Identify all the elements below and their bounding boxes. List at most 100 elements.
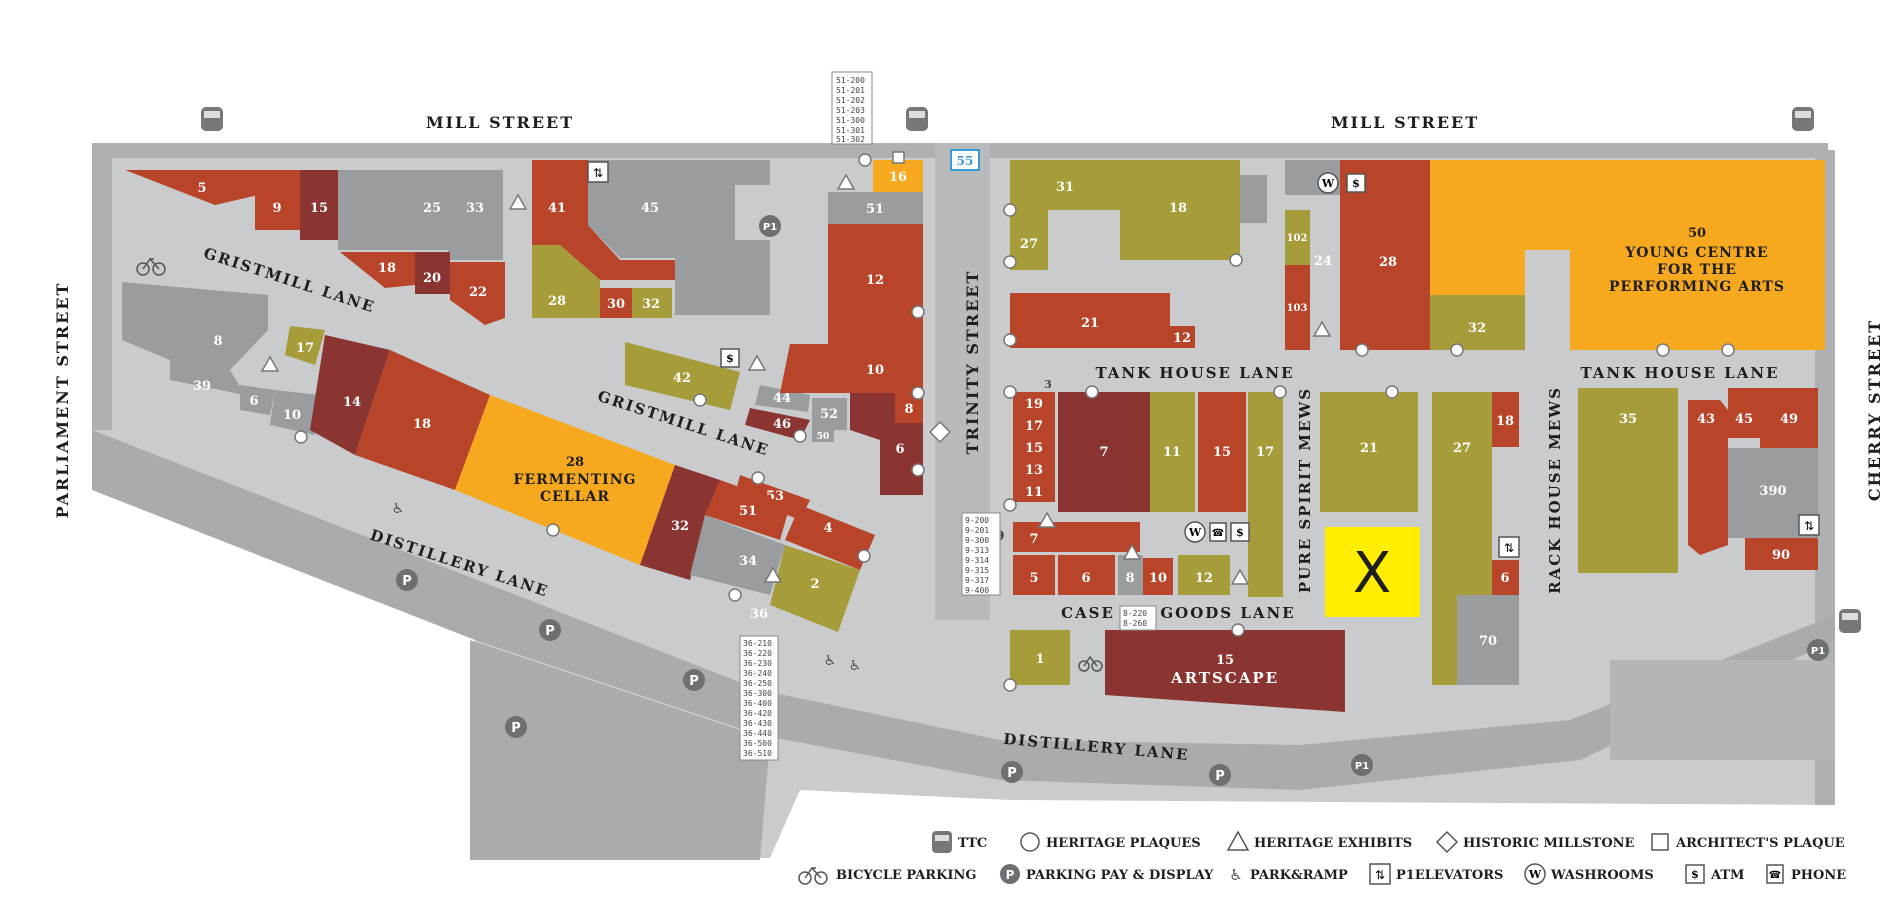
building-17[interactable]: 17 xyxy=(285,326,325,365)
building-10[interactable]: 10 xyxy=(270,390,320,435)
building-12[interactable]: 12 xyxy=(828,224,923,344)
building-18-b[interactable]: 18 xyxy=(355,350,490,490)
building-32[interactable]: 32 xyxy=(632,288,672,318)
building-7[interactable]: 7 xyxy=(1058,392,1150,512)
building-24[interactable]: 24 xyxy=(1314,254,1332,269)
building-6-c[interactable]: 6 xyxy=(1058,555,1115,595)
building-39[interactable]: 39 xyxy=(170,360,245,395)
building-42[interactable]: 42 xyxy=(625,342,740,410)
building-90[interactable]: 90 xyxy=(1745,538,1818,570)
building-49[interactable]: 49 xyxy=(1760,388,1818,448)
circle-icon[interactable] xyxy=(1656,343,1670,357)
building-35[interactable]: 35 xyxy=(1578,388,1678,573)
building-18-d[interactable]: 18 xyxy=(1492,392,1519,447)
circle-icon[interactable] xyxy=(294,430,308,444)
triangle-icon[interactable] xyxy=(836,173,856,190)
building-8-c[interactable]: 8 xyxy=(1118,555,1143,595)
circle-icon[interactable] xyxy=(693,393,707,407)
triangle-icon[interactable] xyxy=(747,354,767,371)
building-44[interactable]: 44 xyxy=(755,385,810,412)
diamond-icon[interactable] xyxy=(928,420,952,444)
building-33[interactable]: 33 xyxy=(448,170,503,260)
building-10-b[interactable]: 10 xyxy=(780,344,923,393)
building-6-b[interactable]: 6 xyxy=(850,393,923,495)
circle-icon[interactable] xyxy=(1385,385,1399,399)
building-16[interactable]: 16 xyxy=(873,160,923,192)
building-103[interactable]: 103 xyxy=(1285,265,1310,350)
circle-icon[interactable] xyxy=(1003,255,1017,269)
building-20[interactable]: 20 xyxy=(415,252,450,294)
building-36[interactable]: 36 xyxy=(750,607,768,622)
atm-icon[interactable]: $ xyxy=(1230,522,1250,542)
atm-icon[interactable]: $ xyxy=(720,348,740,368)
location-marker[interactable]: X xyxy=(1325,527,1420,617)
parking-icon[interactable]: P xyxy=(396,569,418,591)
building-8[interactable]: 8 xyxy=(122,282,268,370)
building-17-b[interactable]: 17 xyxy=(1013,414,1055,436)
building-11-b[interactable]: 11 xyxy=(1150,392,1195,512)
building-15-b[interactable]: 15 xyxy=(1013,436,1055,458)
bus-icon[interactable] xyxy=(1839,609,1861,633)
bicycle-icon[interactable] xyxy=(136,257,166,276)
building-2[interactable]: 2 xyxy=(770,545,860,632)
building-1[interactable]: 1 xyxy=(1010,630,1070,685)
building-102[interactable]: 102 xyxy=(1285,210,1310,265)
building-31[interactable]: 31 xyxy=(1010,160,1120,210)
building-25[interactable]: 25 xyxy=(338,170,448,250)
circle-icon[interactable] xyxy=(1273,385,1287,399)
building-28[interactable]: 28 xyxy=(532,245,600,318)
building-11[interactable]: 11 xyxy=(1013,480,1055,502)
phone-icon[interactable]: ☎ xyxy=(1209,522,1227,542)
building-28-c[interactable]: 28 xyxy=(1340,160,1430,350)
triangle-icon[interactable] xyxy=(1312,320,1332,337)
circle-icon[interactable] xyxy=(1085,385,1099,399)
circle-icon[interactable] xyxy=(1231,623,1245,637)
circle-icon[interactable] xyxy=(858,153,872,167)
building-7-b[interactable]: 7 xyxy=(1013,522,1140,552)
building-22[interactable]: 22 xyxy=(450,262,505,325)
building-45-b[interactable]: 45 xyxy=(1728,388,1760,438)
building-18-c[interactable]: 18 xyxy=(1120,160,1240,260)
circle-icon[interactable] xyxy=(1003,333,1017,347)
building-13[interactable]: 13 xyxy=(1013,458,1055,480)
building-51-b[interactable]: 51 xyxy=(828,192,923,224)
building-10-c[interactable]: 10 xyxy=(1143,558,1173,595)
washroom-icon[interactable]: W xyxy=(1317,172,1339,194)
circle-icon[interactable] xyxy=(1229,253,1243,267)
parking-icon[interactable]: P xyxy=(683,669,705,691)
building-50-small[interactable]: 50 xyxy=(812,428,834,442)
circle-icon[interactable] xyxy=(1450,343,1464,357)
building-43[interactable]: 43 xyxy=(1688,400,1728,555)
building-18[interactable]: 18 xyxy=(340,252,415,288)
building-51[interactable]: 51 xyxy=(705,480,790,540)
building-14[interactable]: 14 xyxy=(310,335,390,455)
circle-icon[interactable] xyxy=(857,549,871,563)
building-12-c[interactable]: 12 xyxy=(1178,555,1230,595)
building-50-young-centre[interactable]: 50 YOUNG CENTRE FOR THE PERFORMING ARTS xyxy=(1570,160,1825,350)
building-41[interactable]: 41 xyxy=(532,160,675,280)
building-32-c[interactable]: 32 xyxy=(1430,295,1525,350)
building-5-b[interactable]: 5 xyxy=(1013,555,1055,595)
circle-icon[interactable] xyxy=(751,471,765,485)
building-28-fermenting-cellar[interactable]: 28 FERMENTING CELLAR xyxy=(455,395,675,565)
circle-icon[interactable] xyxy=(911,305,925,319)
washroom-icon[interactable]: W xyxy=(1184,521,1206,543)
parking-p1-icon[interactable]: P1 xyxy=(1807,639,1829,661)
triangle-icon[interactable] xyxy=(1230,568,1250,585)
wheelchair-icon[interactable]: ♿ xyxy=(849,658,862,674)
building-30[interactable]: 30 xyxy=(600,288,632,318)
building-12-b[interactable]: 12 xyxy=(1170,326,1195,348)
triangle-icon[interactable] xyxy=(1037,511,1057,528)
building-70[interactable]: 70 xyxy=(1457,595,1519,685)
building-15-c[interactable]: 15 xyxy=(1198,392,1246,512)
parking-p1-icon[interactable]: P1 xyxy=(759,215,781,237)
atm-icon[interactable]: $ xyxy=(1346,173,1366,193)
circle-icon[interactable] xyxy=(1355,343,1369,357)
wheelchair-icon[interactable]: ♿ xyxy=(392,501,405,517)
parking-p1-icon[interactable]: P1 xyxy=(1351,754,1373,776)
building-15-artscape[interactable]: 15 ARTSCAPE xyxy=(1105,630,1345,712)
building-5[interactable]: 5 xyxy=(125,170,260,205)
circle-icon[interactable] xyxy=(546,523,560,537)
building-34[interactable]: 34 xyxy=(690,515,785,595)
building-15[interactable]: 15 xyxy=(300,170,338,240)
